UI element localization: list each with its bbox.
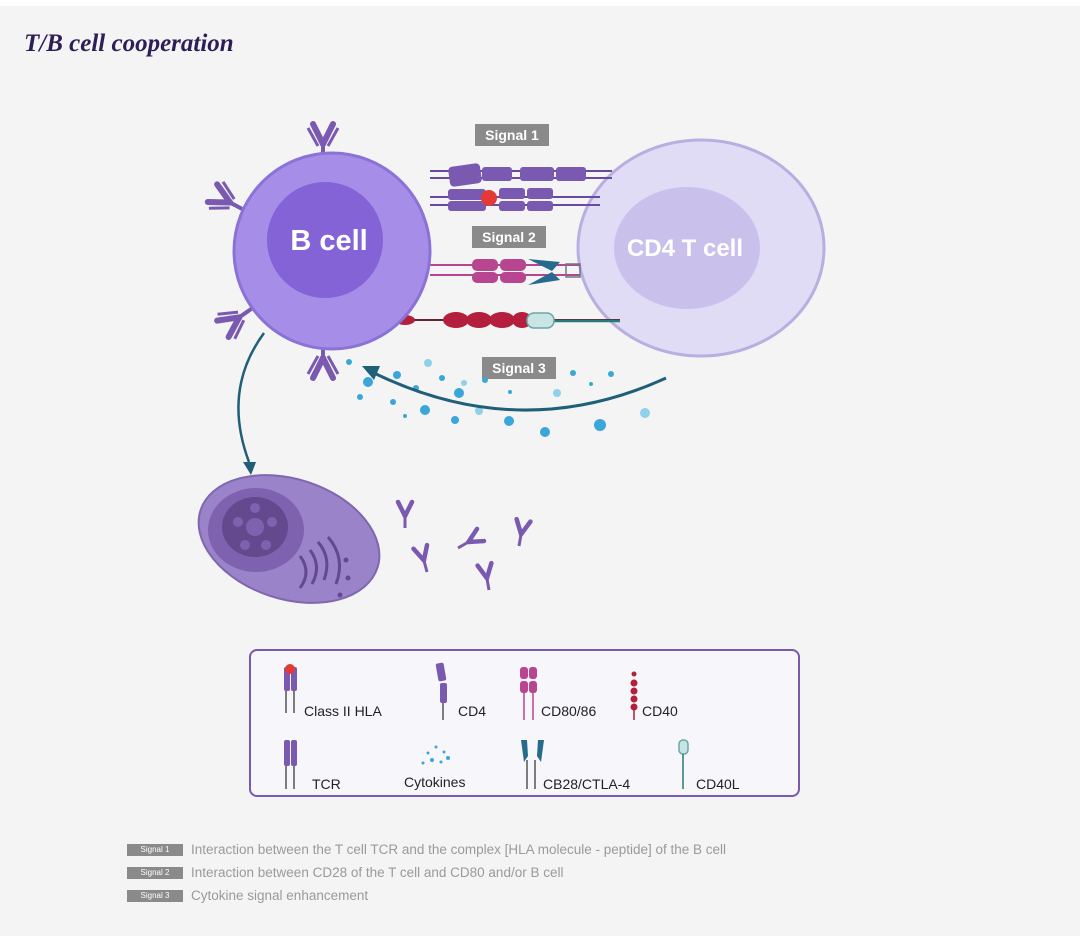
- signal-3-badge: [482, 357, 556, 379]
- cd80-icon: [520, 667, 537, 720]
- signal-1-badge: [475, 124, 549, 146]
- signal-note-2-text: Interaction between CD28 of the T cell a…: [191, 865, 564, 880]
- cytokines-icon: [421, 745, 450, 765]
- legend-tcr: TCR: [312, 776, 341, 792]
- signal-notes: Signal 1 Interaction between the T cell …: [127, 838, 726, 907]
- signal-3-label: Signal 3: [492, 360, 546, 376]
- signal-note-3-badge: Signal 3: [127, 889, 183, 902]
- differentiation-arrow: [237, 332, 266, 463]
- cd40-complex: [395, 312, 620, 329]
- cd40l-icon: [678, 739, 689, 789]
- cd40-icon: [630, 671, 638, 720]
- signal-note-1-text: Interaction between the T cell TCR and t…: [191, 842, 727, 857]
- legend-class2-hla: Class II HLA: [304, 703, 382, 719]
- signal-note-2: Signal 2 Interaction between CD28 of the…: [127, 861, 726, 884]
- signal-note-2-badge: Signal 2: [127, 866, 183, 879]
- tcr-icon: [284, 740, 297, 789]
- signal-note-1-badge: Signal 1: [127, 843, 183, 856]
- class2-hla-icon: [284, 664, 297, 713]
- signal-1-complex: [430, 163, 612, 211]
- b-cell-label: B cell: [290, 225, 367, 257]
- cb28-ctla4-icon: [521, 740, 544, 789]
- page-title: T/B cell cooperation: [24, 30, 234, 57]
- signal-2-label: Signal 2: [482, 229, 536, 245]
- legend-cd80: CD80/86: [541, 703, 596, 719]
- differentiation-arrowhead: [243, 462, 256, 475]
- signal-2-badge: [472, 226, 546, 248]
- legend-cd4: CD4: [458, 703, 486, 719]
- legend-cytokines: Cytokines: [404, 774, 465, 790]
- b-cell: [232, 151, 432, 351]
- plasma-cell: [197, 474, 381, 604]
- legend-cb28-ctla4: CB28/CTLA-4: [543, 776, 630, 792]
- signal-1-label: Signal 1: [485, 127, 539, 143]
- legend-box: [249, 649, 800, 797]
- signal-2-complex: [430, 259, 581, 285]
- t-cell-label: CD4 T cell: [627, 235, 743, 262]
- secreted-antibodies: [398, 502, 530, 591]
- cd4-icon: [435, 662, 447, 720]
- signal-note-1: Signal 1 Interaction between the T cell …: [127, 838, 726, 861]
- t-cell: [576, 138, 826, 358]
- signal-note-3: Signal 3 Cytokine signal enhancement: [127, 884, 726, 907]
- legend-cd40: CD40: [642, 703, 678, 719]
- top-strip: [0, 0, 1080, 6]
- legend-cd40l: CD40L: [696, 776, 740, 792]
- signal-3-arrowhead: [362, 366, 380, 380]
- signal-note-3-text: Cytokine signal enhancement: [191, 888, 369, 903]
- signal-3-arrow: [371, 370, 667, 412]
